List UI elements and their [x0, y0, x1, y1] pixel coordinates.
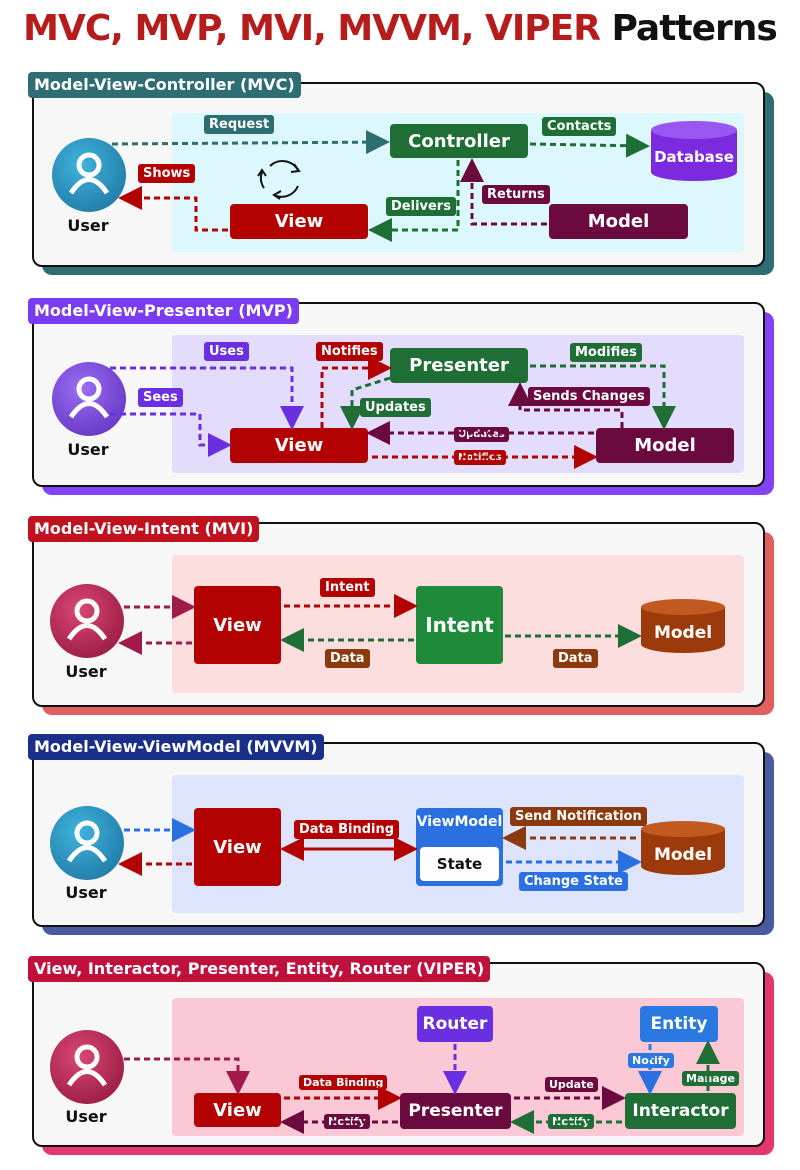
user-icon	[66, 1044, 108, 1087]
viper-label-notify3: Notify	[628, 1053, 674, 1068]
mvvm-user-avatar	[50, 806, 124, 880]
viper-heading: View, Interactor, Presenter, Entity, Rou…	[28, 956, 491, 982]
mvc-controller-box: Controller	[390, 124, 528, 158]
mvp-label-updates-small: Updates	[454, 427, 509, 442]
mvp-label-sends-changes: Sends Changes	[528, 387, 650, 406]
viper-label-notify1: Notify	[324, 1114, 370, 1129]
mvc-view-box: View	[230, 204, 368, 239]
mvp-heading: Model-View-Presenter (MVP)	[28, 298, 299, 324]
mvp-label-notifies: Notifies	[316, 342, 383, 361]
mvvm-view-box: View	[194, 808, 281, 886]
mvvm-label-send-notification: Send Notification	[510, 807, 647, 826]
user-icon	[68, 152, 110, 195]
title-part1: MVC, MVP, MVI, MVVM, VIPER	[23, 8, 601, 49]
mvc-database-cylinder	[651, 121, 737, 181]
viper-user-avatar	[50, 1030, 124, 1104]
user-icon	[66, 598, 108, 641]
mvc-label-returns: Returns	[482, 185, 550, 204]
title-part2: Patterns	[611, 8, 778, 49]
viper-view-box: View	[194, 1093, 281, 1127]
mvc-label-request: Request	[204, 115, 275, 134]
mvvm-model-label: Model	[653, 845, 713, 865]
user-icon	[68, 376, 110, 419]
viper-label-update: Update	[545, 1077, 598, 1092]
mvvm-heading: Model-View-ViewModel (MVVM)	[28, 734, 324, 760]
mvc-heading: Model-View-Controller (MVC)	[28, 72, 301, 98]
viper-presenter-box: Presenter	[400, 1093, 511, 1129]
mvp-label-updates: Updates	[360, 398, 431, 417]
mvi-label-intent: Intent	[320, 578, 375, 597]
mvp-label-modifies: Modifies	[570, 343, 642, 362]
viper-interactor-box: Interactor	[625, 1093, 736, 1129]
mvi-label-data2: Data	[553, 649, 598, 668]
user-icon	[66, 820, 108, 863]
mvi-view-box: View	[194, 586, 281, 664]
mvi-user-avatar	[50, 584, 124, 658]
mvvm-user-label: User	[65, 883, 107, 902]
mvi-label-data1: Data	[325, 649, 370, 668]
mvc-user-label: User	[67, 216, 109, 235]
mvvm-label-change-state: Change State	[519, 872, 628, 891]
mvvm-state-box: State	[420, 847, 499, 881]
mvc-label-shows: Shows	[138, 164, 196, 183]
mvc-model-box: Model	[549, 204, 688, 239]
mvi-user-label: User	[65, 662, 107, 681]
viper-label-data-binding: Data Binding	[299, 1075, 388, 1090]
mvp-label-notifies-small: Notifies	[454, 450, 506, 465]
mvc-user-avatar	[52, 138, 126, 212]
mvc-label-contacts: Contacts	[542, 117, 617, 136]
viper-router-box: Router	[417, 1006, 493, 1042]
mvp-presenter-box: Presenter	[390, 348, 528, 383]
mvp-user-avatar	[52, 362, 126, 436]
mvp-label-sees: Sees	[138, 388, 183, 407]
mvi-model-cylinder	[641, 599, 725, 653]
mvvm-viewmodel-label: ViewModel	[416, 814, 503, 830]
mvvm-model-cylinder	[641, 821, 725, 875]
viper-label-manage: Manage	[682, 1071, 739, 1086]
mvi-heading: Model-View-Intent (MVI)	[28, 516, 260, 542]
mvc-database-label: Database	[654, 148, 734, 166]
viper-label-notify2: Notify	[548, 1114, 594, 1129]
mvi-model-label: Model	[653, 623, 713, 643]
mvp-user-label: User	[67, 440, 109, 459]
viper-entity-box: Entity	[640, 1006, 718, 1042]
viper-user-label: User	[65, 1107, 107, 1126]
mvp-model-box: Model	[596, 428, 734, 463]
mvc-label-delivers: Delivers	[386, 197, 456, 216]
mvp-label-uses: Uses	[204, 342, 249, 361]
page-title: MVC, MVP, MVI, MVVM, VIPER Patterns	[0, 8, 800, 49]
mvi-intent-box: Intent	[416, 586, 503, 664]
mvp-view-box: View	[230, 428, 368, 463]
mvvm-label-data-binding: Data Binding	[294, 820, 400, 839]
